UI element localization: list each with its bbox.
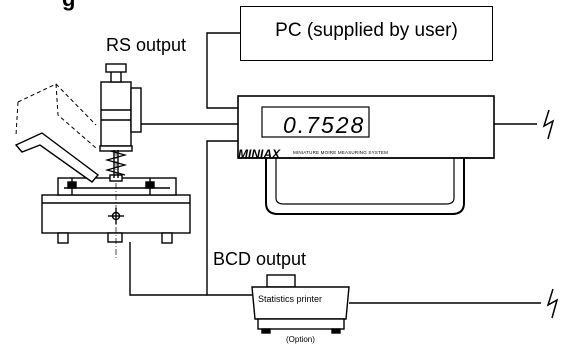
display-screen (261, 106, 370, 138)
cables (129, 32, 541, 304)
option-label: (Option) (286, 335, 315, 344)
bcd-output-label: BCD output (213, 249, 307, 269)
display-value: 0.7528 (283, 112, 366, 138)
lightning-plug-icon (542, 109, 555, 140)
pc-label: PC (supplied by user) (275, 20, 458, 41)
measuring-stand-icon (14, 63, 191, 258)
printer-label: Statistics printer (258, 294, 323, 304)
display-logo: MINIAX (238, 147, 280, 161)
display-unit (237, 95, 495, 215)
heading-fragment: g (62, 0, 75, 12)
display-subtitle: MINIATURE MOIRE MEASURING SYSTEM (293, 150, 389, 155)
rs-output-label: RS output (106, 35, 187, 55)
printer-icon (251, 274, 350, 334)
pc-box: PC (supplied by user) (240, 6, 493, 61)
lightning-plug-icon (546, 288, 559, 319)
